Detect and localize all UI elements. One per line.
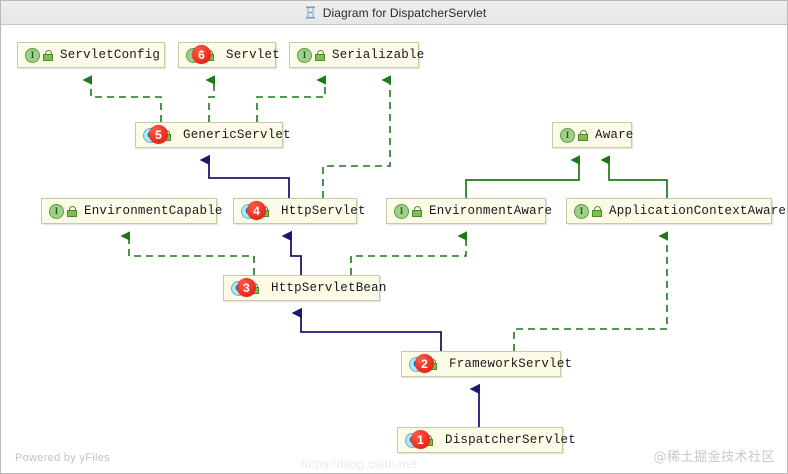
interface-icon: I — [574, 203, 589, 219]
edge-httpservlet-serializable — [322, 75, 392, 198]
node-icon-group: C2 — [409, 354, 439, 373]
node-icon-group: I — [574, 202, 602, 220]
edge-genericservlet-serializable — [256, 75, 327, 122]
class-node-label: EnvironmentAware — [429, 204, 553, 218]
class-node-genericservlet[interactable]: C5 GenericServlet — [135, 122, 291, 148]
node-icon-group: I6 — [186, 45, 216, 64]
diagram-canvas[interactable]: IServletConfigI6ServletISerializableC5Ge… — [1, 25, 787, 473]
step-badge: 3 — [237, 278, 256, 297]
node-icon-group: I — [297, 46, 325, 64]
class-node-label: Aware — [595, 128, 634, 142]
class-node-label: Servlet — [226, 48, 280, 62]
lock-icon — [578, 129, 588, 141]
node-icon-group: C3 — [231, 278, 261, 297]
interface-icon: I — [394, 203, 409, 219]
step-badge: 1 — [411, 430, 430, 449]
node-icon-group: C1 — [405, 430, 435, 449]
class-node-httpservletbean[interactable]: C3 HttpServletBean — [223, 275, 386, 301]
class-node-httpservlet[interactable]: C4 HttpServlet — [233, 198, 366, 224]
class-node-applicationcontextaware[interactable]: I ApplicationContextAware — [566, 198, 786, 224]
class-node-servlet[interactable]: I6 Servlet — [178, 42, 280, 68]
class-node-serializable[interactable]: I Serializable — [289, 42, 424, 68]
yfiles-watermark: Powered by yFiles — [15, 452, 110, 464]
window-title-group: Diagram for DispatcherServlet — [304, 6, 487, 20]
csdn-url-watermark: https://blog.csdn.net — [301, 457, 417, 471]
node-icon-group: C4 — [241, 201, 271, 220]
class-node-label: HttpServlet — [281, 204, 366, 218]
step-badge: 5 — [149, 125, 168, 144]
edge-httpservletbean-httpservlet — [281, 230, 302, 275]
lock-icon — [315, 49, 325, 61]
interface-icon: I — [560, 127, 575, 143]
step-badge: 2 — [415, 354, 434, 373]
node-icon-group: I — [394, 202, 422, 220]
edge-httpservletbean-environmentaware — [350, 231, 468, 275]
edge-layer — [82, 75, 669, 427]
lock-icon — [67, 205, 77, 217]
class-node-servletconfig[interactable]: I ServletConfig — [17, 42, 165, 68]
class-node-dispatcherservlet[interactable]: C1 DispatcherServlet — [397, 427, 576, 453]
edge-applicationcontextaware-aware — [600, 155, 668, 198]
node-icon-group: C5 — [143, 125, 173, 144]
diagram-icon — [304, 6, 317, 19]
node-icon-group: I — [49, 202, 77, 220]
edge-frameworkservlet-applicationcontextaware — [513, 231, 669, 351]
class-node-label: ServletConfig — [60, 48, 161, 62]
lock-icon — [43, 49, 53, 61]
lock-icon — [592, 205, 602, 217]
edge-genericservlet-servletconfig — [82, 75, 162, 122]
class-node-label: EnvironmentCapable — [84, 204, 223, 218]
class-node-aware[interactable]: I Aware — [552, 122, 634, 148]
edge-environmentaware-aware — [465, 155, 581, 198]
class-node-frameworkservlet[interactable]: C2 FrameworkServlet — [401, 351, 572, 377]
window-titlebar: Diagram for DispatcherServlet — [1, 1, 787, 25]
interface-icon: I — [297, 47, 312, 63]
node-icon-group: I — [560, 126, 588, 144]
edge-httpservletbean-environmentcapable — [120, 231, 255, 275]
class-node-label: FrameworkServlet — [449, 357, 573, 371]
window-title: Diagram for DispatcherServlet — [322, 5, 487, 20]
edge-frameworkservlet-httpservletbean — [291, 307, 442, 351]
class-node-label: HttpServletBean — [271, 281, 387, 295]
class-node-environmentaware[interactable]: I EnvironmentAware — [386, 198, 552, 224]
node-icon-group: I — [25, 46, 53, 64]
class-node-environmentcapable[interactable]: I EnvironmentCapable — [41, 198, 222, 224]
class-node-label: GenericServlet — [183, 128, 291, 142]
class-node-label: Serializable — [332, 48, 425, 62]
class-node-label: DispatcherServlet — [445, 433, 576, 447]
step-badge: 4 — [247, 201, 266, 220]
step-badge: 6 — [192, 45, 211, 64]
lock-icon — [412, 205, 422, 217]
interface-icon: I — [49, 203, 64, 219]
edge-genericservlet-servlet — [205, 75, 216, 122]
edge-httpservlet-genericservlet — [199, 154, 290, 198]
class-node-label: ApplicationContextAware — [609, 204, 787, 218]
csdn-watermark: @稀土掘金技术社区 — [653, 450, 775, 465]
interface-icon: I — [25, 47, 40, 63]
